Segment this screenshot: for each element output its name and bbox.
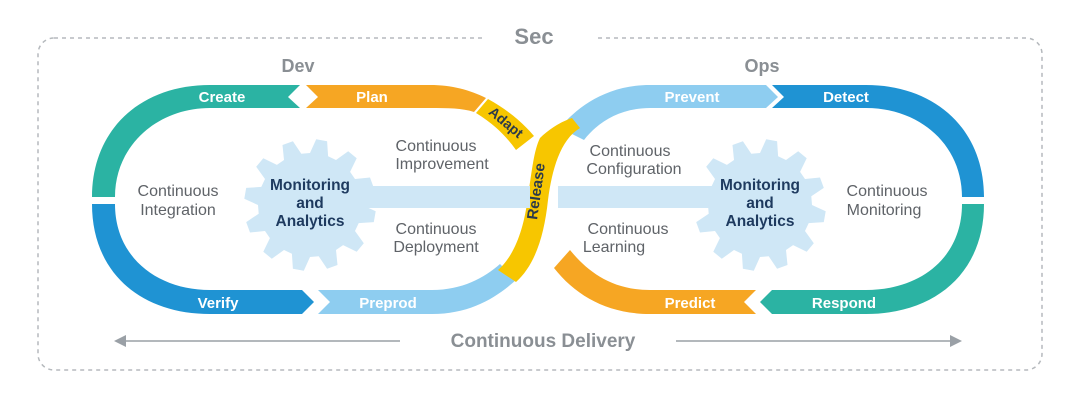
continuous-improvement-line2: Improvement bbox=[395, 156, 489, 173]
gear-right-shape bbox=[694, 139, 826, 271]
continuous-integration-line1: Continuous bbox=[138, 183, 219, 200]
delivery-arrow-right-head bbox=[950, 335, 962, 347]
gear-right-icon bbox=[694, 139, 826, 271]
preprod-segment bbox=[318, 264, 516, 314]
release-segment bbox=[498, 118, 580, 282]
detect-label: Detect bbox=[823, 89, 869, 106]
gear-left-shape bbox=[244, 139, 376, 271]
gear-left-icon bbox=[244, 139, 376, 271]
continuous-deployment-line2: Deployment bbox=[393, 239, 479, 256]
sec-label-bg bbox=[486, 22, 594, 54]
continuous-integration-line2: Integration bbox=[140, 202, 216, 219]
continuous-learning-line1: Continuous bbox=[588, 221, 669, 238]
prevent-segment bbox=[560, 85, 778, 140]
right-gear-line3: Analytics bbox=[726, 213, 795, 230]
adapt-segment bbox=[476, 99, 534, 150]
predict-label: Predict bbox=[665, 295, 716, 312]
dev-label: Dev bbox=[281, 56, 314, 76]
right-gear-line1: Monitoring bbox=[720, 177, 800, 194]
predict-segment bbox=[554, 250, 756, 314]
verify-label: Verify bbox=[198, 295, 240, 312]
verify-segment bbox=[92, 204, 314, 314]
continuous-improvement-line1: Continuous bbox=[396, 138, 477, 155]
respond-segment bbox=[760, 204, 984, 314]
plan-segment bbox=[306, 85, 486, 112]
left-gear-line1: Monitoring bbox=[270, 177, 350, 194]
detect-segment bbox=[772, 85, 984, 197]
continuous-learning-line2: Learning bbox=[583, 239, 645, 256]
respond-label: Respond bbox=[812, 295, 876, 312]
ops-label: Ops bbox=[744, 56, 779, 76]
right-gear-line2: and bbox=[746, 195, 774, 212]
sec-frame bbox=[37, 37, 1043, 371]
continuous-monitoring-line1: Continuous bbox=[847, 183, 928, 200]
preprod-label: Preprod bbox=[359, 295, 417, 312]
create-label: Create bbox=[199, 89, 246, 106]
continuous-configuration-line1: Continuous bbox=[590, 143, 671, 160]
continuous-configuration-line2: Configuration bbox=[586, 161, 681, 178]
left-gear-line3: Analytics bbox=[276, 213, 345, 230]
right-connector-bar bbox=[558, 186, 728, 208]
sec-label: Sec bbox=[514, 24, 553, 49]
continuous-monitoring-line2: Monitoring bbox=[847, 202, 922, 219]
plan-label: Plan bbox=[356, 89, 388, 106]
create-segment bbox=[92, 85, 300, 197]
continuous-delivery-label: Continuous Delivery bbox=[451, 331, 636, 352]
continuous-deployment-line1: Continuous bbox=[396, 221, 477, 238]
left-connector-bar bbox=[340, 186, 530, 208]
left-gear-line2: and bbox=[296, 195, 324, 212]
delivery-arrow-left-head bbox=[114, 335, 126, 347]
prevent-label: Prevent bbox=[664, 89, 719, 106]
